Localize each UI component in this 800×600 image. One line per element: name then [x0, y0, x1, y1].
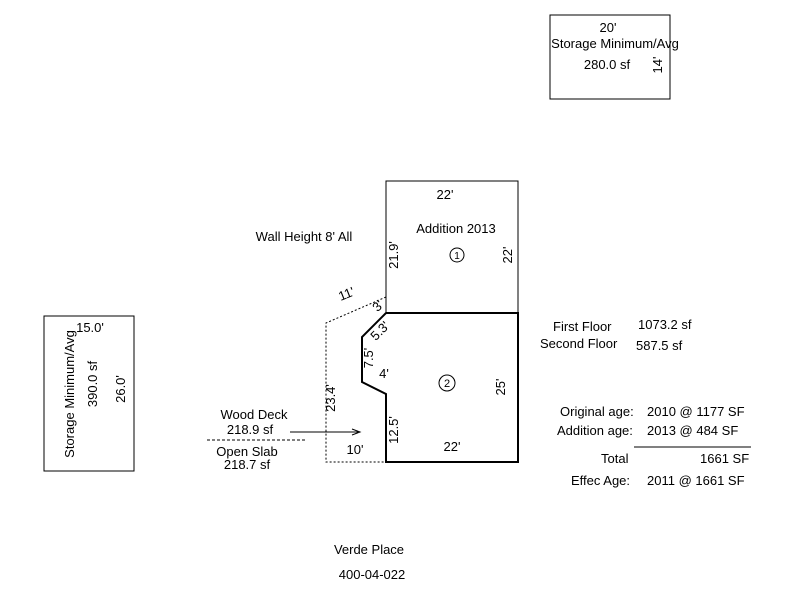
- effec-age-value: 2011 @ 1661 SF: [647, 473, 745, 488]
- second-floor-value: 587.5 sf: [636, 338, 683, 353]
- deck-label-10: 10': [347, 442, 364, 457]
- addition-age-label: Addition age:: [557, 423, 633, 438]
- parcel-number: 400-04-022: [339, 567, 406, 582]
- addition-age-value: 2013 @ 484 SF: [647, 423, 738, 438]
- addition-number: 1: [454, 251, 460, 262]
- first-floor-value: 1073.2 sf: [638, 317, 692, 332]
- storage-left-width-label: 15.0': [76, 320, 104, 335]
- main-house-outline: [361, 312, 519, 463]
- storage-top-outline: [549, 14, 671, 100]
- main-bottom-label: 22': [444, 439, 461, 454]
- deck-label-23: 23.4': [323, 384, 338, 412]
- storage-top-depth-label: 14': [650, 57, 665, 74]
- storage-top-name: Storage Minimum/Avg: [551, 36, 679, 51]
- main-notch-label-3: 7.5': [361, 348, 376, 369]
- storage-left-name: Storage Minimum/Avg: [62, 330, 77, 458]
- wood-deck-area: 218.9 sf: [227, 422, 274, 437]
- addition-left-label: 21.9': [386, 241, 401, 269]
- main-number: 2: [444, 378, 450, 390]
- storage-left-outline: [43, 315, 135, 472]
- main-notch-label-2: 5.3': [367, 318, 392, 343]
- storage-top-area: 280.0 sf: [584, 57, 631, 72]
- open-slab-name: Open Slab: [216, 444, 277, 459]
- main-left-bottom-label: 12.5': [386, 416, 401, 444]
- wood-deck-name: Wood Deck: [221, 407, 288, 422]
- effec-age-label: Effec Age:: [571, 473, 630, 488]
- addition-number-circle: [449, 247, 465, 263]
- deck-label-11: 11': [336, 284, 356, 304]
- deck-arrow-head: [351, 428, 362, 436]
- first-floor-label: First Floor: [553, 319, 612, 334]
- storage-left-depth-label: 26.0': [113, 375, 128, 403]
- addition-top-label: 22': [437, 187, 454, 202]
- addition-name: Addition 2013: [416, 221, 496, 236]
- wall-height-note: Wall Height 8' All: [256, 229, 353, 244]
- total-label: Total: [601, 451, 629, 466]
- total-value: 1661 SF: [700, 451, 749, 466]
- open-slab-area: 218.7 sf: [224, 457, 271, 472]
- storage-top-width-label: 20': [600, 20, 617, 35]
- original-age-value: 2010 @ 1177 SF: [647, 404, 745, 419]
- main-number-circle: [438, 374, 456, 392]
- deck-outline: [325, 296, 387, 463]
- address-text: Verde Place: [334, 542, 404, 557]
- main-notch-label-4: 4': [379, 366, 389, 381]
- original-age-label: Original age:: [560, 404, 634, 419]
- addition-right-label: 22': [500, 247, 515, 264]
- main-notch-label-1: 3': [369, 297, 386, 314]
- main-right-label: 25': [493, 379, 508, 396]
- second-floor-label: Second Floor: [540, 336, 618, 351]
- storage-left-area: 390.0 sf: [85, 360, 100, 407]
